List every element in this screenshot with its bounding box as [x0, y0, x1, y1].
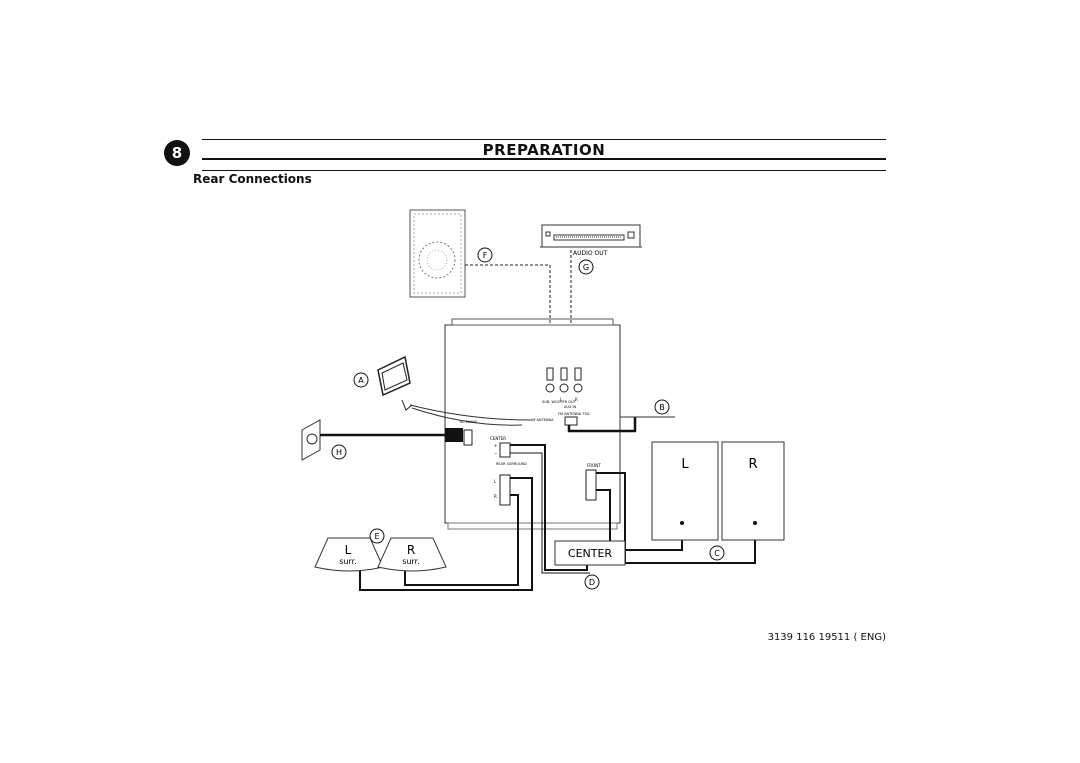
surround-right-speaker — [377, 537, 447, 572]
surround-right-label: R — [407, 543, 415, 557]
svg-text:D: D — [589, 578, 595, 587]
am-antenna-label: AM ANTENNA — [530, 418, 554, 422]
front-left-terminal-dot — [680, 521, 684, 525]
callout-c: C — [709, 545, 725, 561]
callout-a: A — [353, 372, 369, 388]
ac-mains-label: AC MAINS — [460, 420, 478, 424]
section-title: PREPARATION — [482, 141, 606, 159]
callout-f: F — [477, 247, 493, 263]
surround-left-label: L — [345, 543, 352, 557]
center-speaker — [554, 540, 626, 566]
subtitle: Rear Connections — [193, 172, 312, 186]
aux-l-label: L — [560, 397, 563, 402]
rca-jacks — [545, 367, 583, 393]
front-terminal-label: FRONT — [587, 463, 601, 468]
svg-text:F: F — [483, 251, 488, 260]
rear-surround-terminal — [499, 474, 511, 506]
rear-surround-label: REAR SURROUND — [496, 462, 527, 466]
center-cable-2 — [510, 452, 590, 574]
surround-left-speaker — [314, 537, 384, 572]
aux-in-label: AUX IN — [564, 405, 576, 409]
svg-text:C: C — [714, 549, 720, 558]
center-terminal — [499, 442, 511, 458]
front-left-speaker — [651, 441, 719, 541]
fm-antenna-wire — [567, 417, 637, 433]
svg-text:B: B — [659, 403, 665, 412]
surround-left-sub: surr. — [339, 557, 356, 566]
front-left-speaker-label: L — [681, 457, 689, 472]
front-right-speaker-label: R — [748, 457, 757, 472]
center-minus: − — [494, 451, 497, 456]
footer-code: 3139 116 19511 ( ENG) — [767, 632, 886, 643]
center-cable — [510, 444, 588, 571]
front-terminal — [585, 469, 597, 501]
svg-text:H: H — [336, 448, 342, 457]
header-rule-middle — [202, 158, 886, 160]
rear-connections-diagram: AUDIO OUT F G SUB- WOOFER OUT L R AUX IN… — [301, 209, 785, 591]
callout-b: B — [654, 399, 670, 415]
rear-r-label: R — [494, 494, 497, 499]
audio-out-label: AUDIO OUT — [573, 250, 608, 257]
header-rule-bottom — [202, 170, 886, 171]
svg-text:E: E — [374, 532, 379, 541]
page-number-badge: 8 — [164, 140, 190, 166]
center-terminal-label: CENTER — [490, 436, 506, 441]
ac-mains-socket — [463, 429, 473, 446]
surround-right-sub: surr. — [402, 557, 419, 566]
header-rule-top — [202, 139, 886, 140]
aux-r-label: R — [575, 397, 578, 402]
am-loop-antenna — [377, 355, 531, 426]
rear-left-cable — [359, 477, 533, 591]
sub-woofer-out-label: SUB- WOOFER OUT — [542, 400, 577, 404]
center-speaker-label: CENTER — [568, 547, 613, 560]
callout-d: D — [584, 574, 600, 590]
front-right-speaker — [721, 441, 785, 541]
callout-h: H — [331, 444, 347, 460]
callout-g: G — [578, 259, 594, 275]
subwoofer — [409, 209, 466, 298]
callout-e: E — [369, 528, 385, 544]
center-plus: + — [494, 443, 497, 448]
ac-plug — [445, 428, 463, 442]
front-right-terminal-dot — [753, 521, 757, 525]
svg-text:A: A — [358, 376, 364, 385]
fm-antenna-socket — [564, 416, 578, 426]
rear-right-cable — [404, 494, 519, 586]
rear-l-label: L — [494, 479, 497, 484]
fm-antenna-label: FM ANTENNA 75Ω — [558, 412, 590, 416]
external-audio-device — [540, 224, 642, 248]
wall-socket — [301, 419, 321, 461]
svg-text:G: G — [583, 263, 589, 272]
